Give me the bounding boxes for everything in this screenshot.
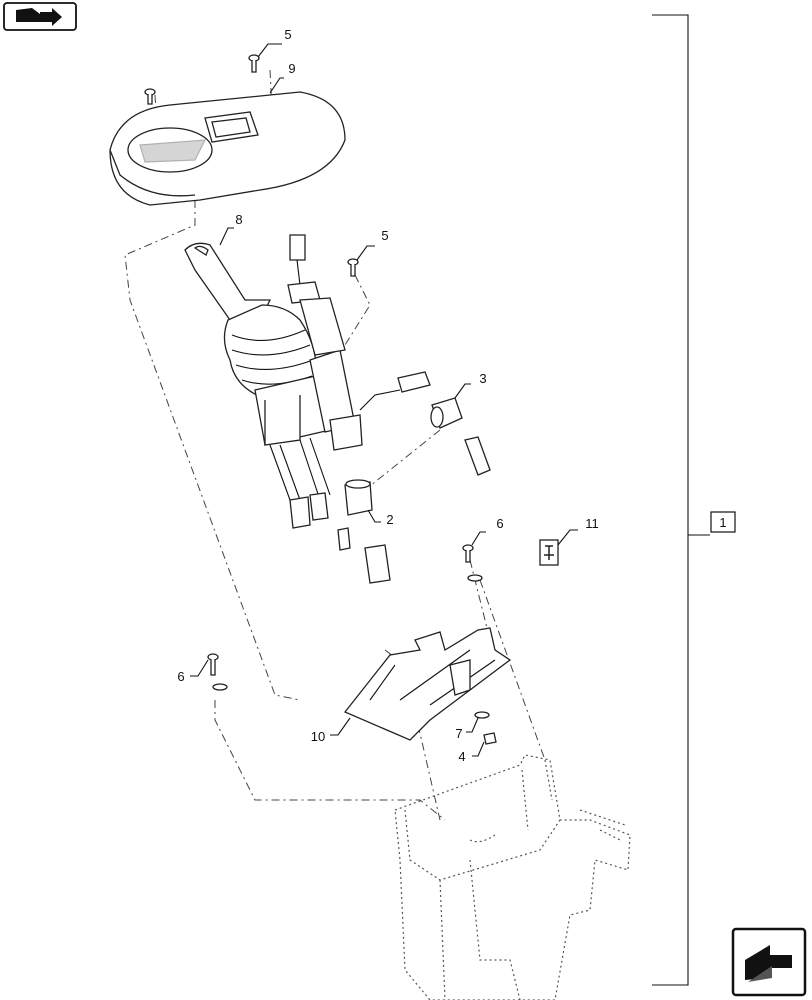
cover-plate [109, 91, 346, 206]
console-housing [394, 754, 631, 1000]
callout-5b: 5 [381, 228, 388, 243]
callout-8: 8 [235, 212, 242, 227]
bolt-6-left [207, 653, 228, 691]
callout-9: 9 [288, 61, 295, 76]
nut-4 [483, 732, 497, 745]
callout-10: 10 [311, 729, 325, 744]
book-arrow-icon[interactable] [3, 2, 77, 31]
callout-5a: 5 [284, 27, 291, 42]
next-page-arrow-icon[interactable] [731, 927, 807, 997]
callout-3: 3 [479, 371, 486, 386]
leader-lines [190, 43, 578, 757]
callout-11: 11 [585, 516, 599, 531]
callout-1-box [710, 511, 736, 533]
decal-11 [539, 539, 559, 566]
washer-7 [474, 711, 490, 719]
screw-5a [248, 54, 260, 73]
switch-3 [430, 397, 491, 476]
callout-4: 4 [458, 749, 465, 764]
bolt-6-right [462, 544, 483, 582]
callout-6b: 6 [496, 516, 503, 531]
mounting-bracket [343, 627, 512, 741]
callout-2: 2 [386, 512, 393, 527]
assembly-bracket [652, 14, 710, 986]
joystick [184, 234, 431, 529]
callout-1: 1 [719, 515, 726, 530]
screw-5b [347, 258, 359, 277]
screw-top-left [144, 88, 156, 105]
connectors-lower [337, 527, 391, 584]
switch-2 [344, 479, 373, 516]
callout-6a: 6 [177, 669, 184, 684]
callout-7: 7 [455, 726, 462, 741]
